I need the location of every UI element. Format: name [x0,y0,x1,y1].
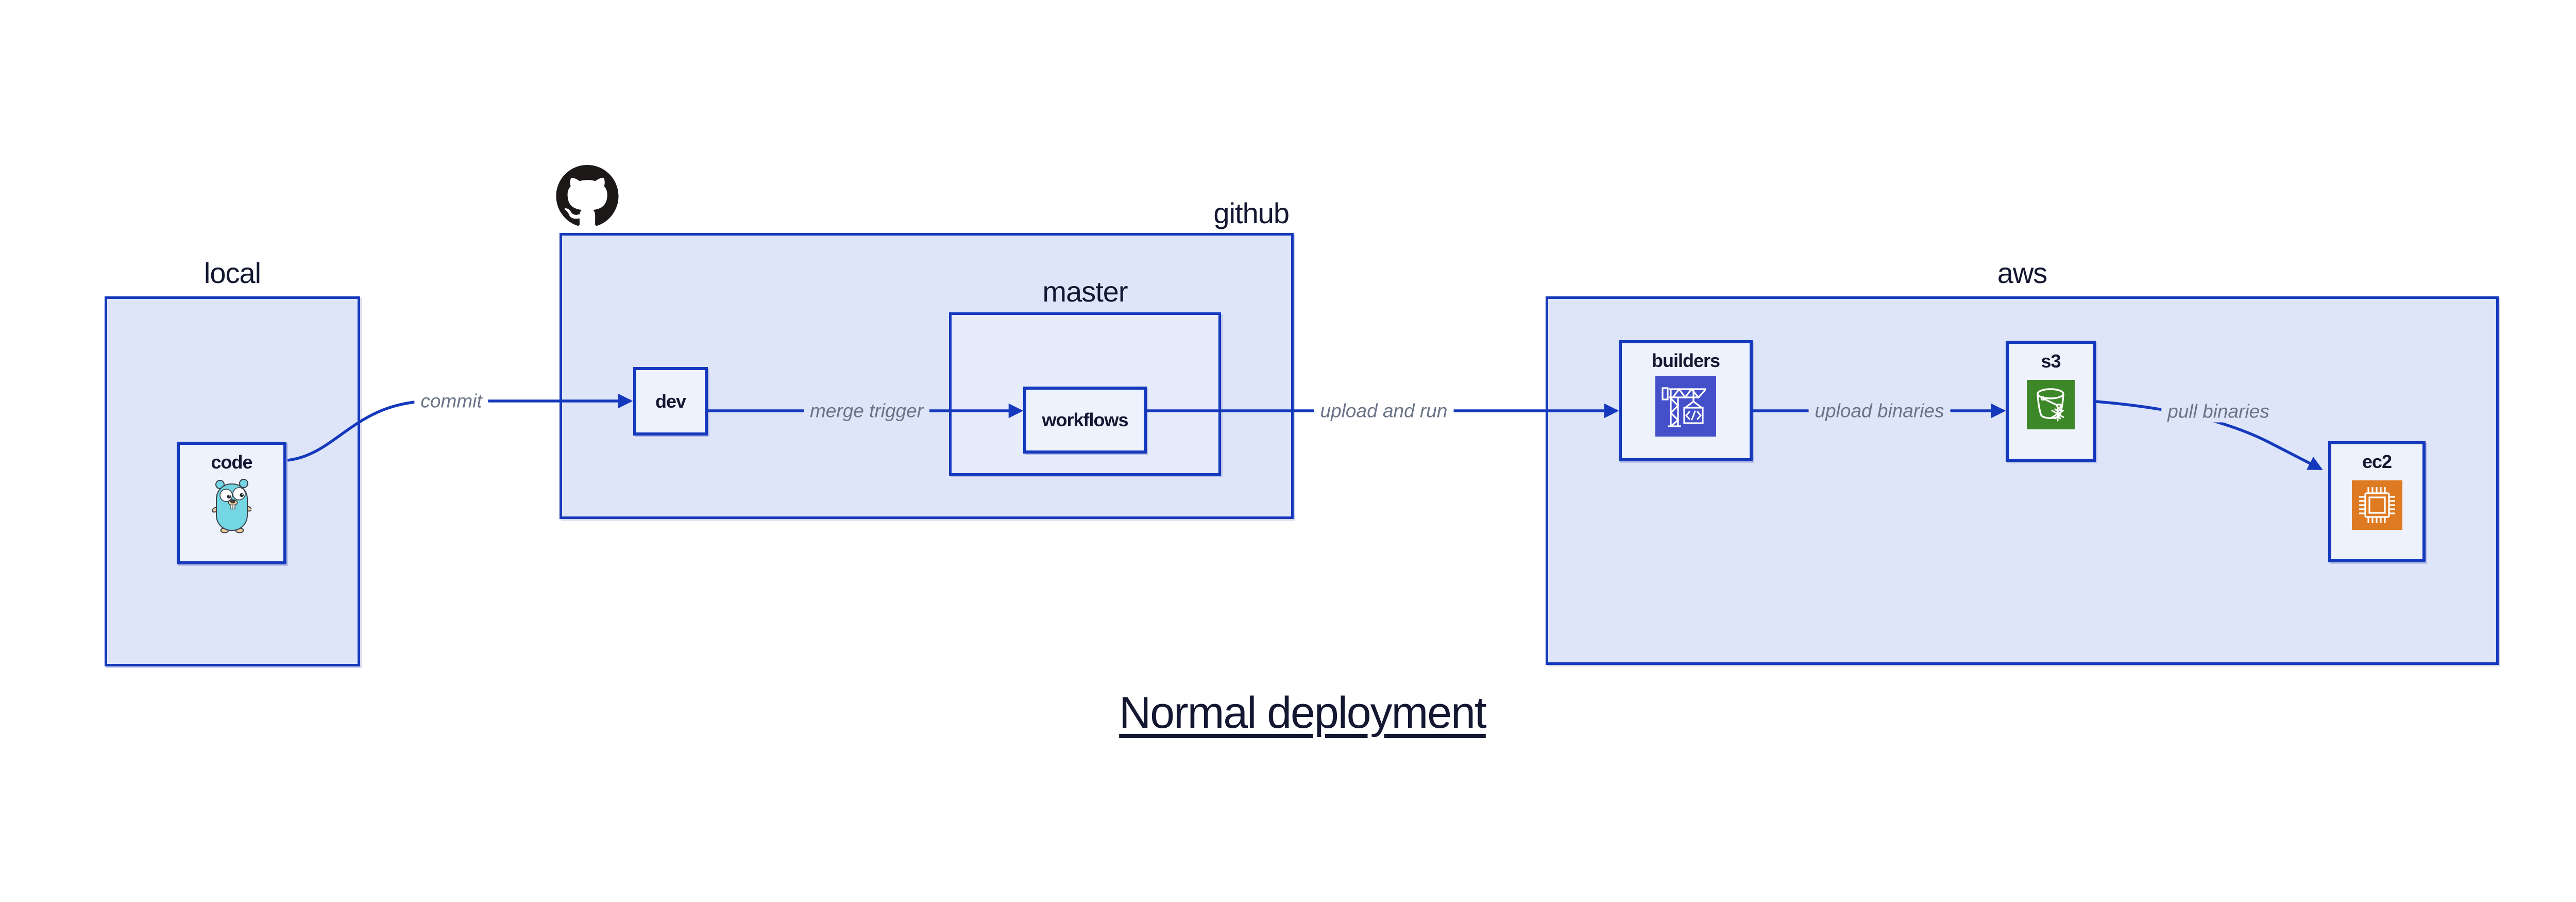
node-label-dev: dev [655,390,686,412]
go-gopher-icon [212,478,251,533]
edge-label-commit: commit [414,390,488,412]
edge-label-merge-trigger: merge trigger [803,399,930,422]
edge-label-pull-binaries: pull binaries [2161,400,2276,423]
group-label-local: local [204,257,261,289]
s3-bucket-icon [2027,379,2075,429]
node-label-builders: builders [1651,350,1720,371]
diagram-title: Normal deployment [1119,688,1487,738]
edge-label-upload-and-run: upload and run [1314,399,1454,422]
group-label-master: master [1042,275,1128,308]
node-s3: s3 [2006,341,2096,462]
node-dev: dev [633,367,708,436]
node-label-code: code [211,452,252,473]
codebuild-crane-icon [1655,375,1716,437]
ec2-chip-icon [2351,480,2402,530]
node-workflows: workflows [1023,387,1147,454]
node-builders: builders [1619,340,1753,461]
group-label-github: github [1213,197,1290,229]
edge-label-upload-binaries: upload binaries [1808,399,1951,422]
node-ec2: ec2 [2328,441,2426,562]
group-label-aws: aws [1997,257,2048,289]
node-code: code [177,442,286,564]
node-label-ec2: ec2 [2362,451,2392,472]
node-label-s3: s3 [2041,350,2061,372]
node-label-workflows: workflows [1042,409,1128,431]
github-octocat-icon [556,165,619,226]
